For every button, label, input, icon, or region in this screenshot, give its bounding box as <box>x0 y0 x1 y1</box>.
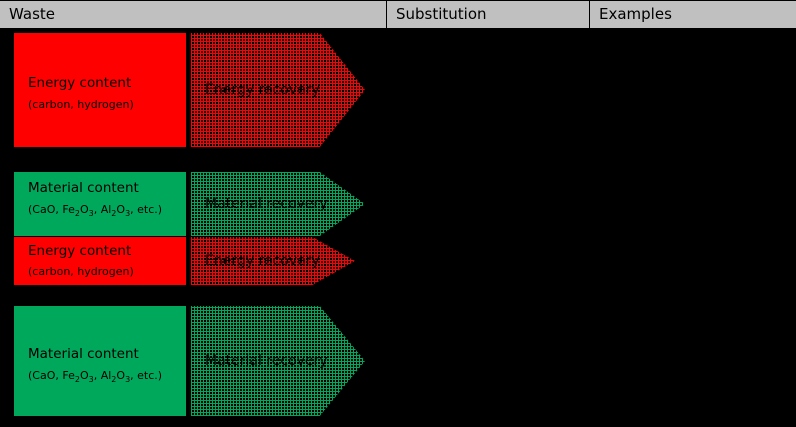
arrow-label: Energy recovery <box>205 253 320 269</box>
waste-block-subtitle: (carbon, hydrogen) <box>28 265 134 278</box>
column-header-substitution: Substitution <box>386 1 589 28</box>
cell-examples-body <box>589 30 796 427</box>
waste-block-material-content: Material content (CaO, Fe2O3, Al2O3, etc… <box>14 172 186 236</box>
waste-block-title: Material content <box>28 346 139 362</box>
column-header-waste: Waste <box>9 5 55 23</box>
waste-block-energy-content: Energy content (carbon, hydrogen) <box>14 33 186 147</box>
arrow-material-recovery: Material recovery <box>191 172 365 236</box>
column-header-examples: Examples <box>589 1 796 28</box>
waste-block-subtitle: (CaO, Fe2O3, Al2O3, etc.) <box>28 369 163 384</box>
waste-block-title: Energy content <box>28 75 132 91</box>
cell-substitution-body <box>386 30 589 427</box>
arrow-label: Energy recovery <box>205 82 320 98</box>
table-header-row: Waste Substitution Examples <box>0 0 796 29</box>
arrow-label: Material recovery <box>205 353 328 369</box>
waste-block-subtitle: (carbon, hydrogen) <box>28 98 134 111</box>
waste-block-title: Material content <box>28 180 139 196</box>
arrow-energy-recovery: Energy recovery <box>191 237 355 285</box>
arrow-energy-recovery: Energy recovery <box>191 33 365 147</box>
arrow-material-recovery: Material recovery <box>191 306 365 416</box>
waste-block-energy-content: Energy content (carbon, hydrogen) <box>14 237 186 285</box>
waste-block-material-content: Material content (CaO, Fe2O3, Al2O3, etc… <box>14 306 186 416</box>
waste-block-title: Energy content <box>28 243 132 259</box>
arrow-label: Material recovery <box>205 196 328 212</box>
waste-block-subtitle: (CaO, Fe2O3, Al2O3, etc.) <box>28 203 163 218</box>
